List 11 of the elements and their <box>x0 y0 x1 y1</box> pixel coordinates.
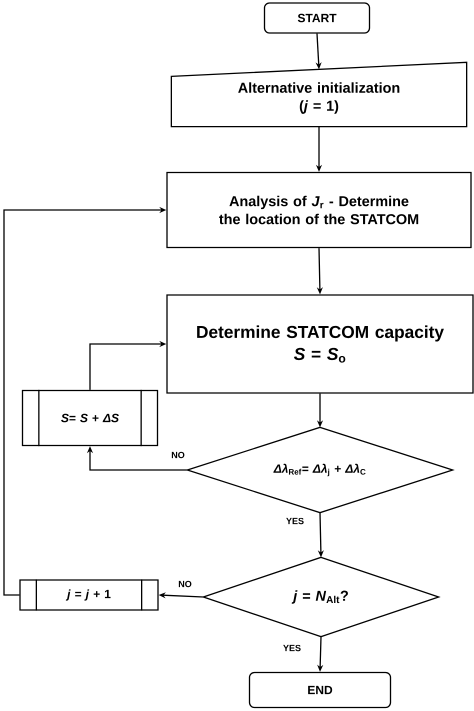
process-box: Analysis of J$_{r}$ - Determine the location of the STATCOM <box>166 172 472 248</box>
input-box: Alternative initialization (j = 1) <box>170 62 468 128</box>
edge-label: YES <box>285 516 305 526</box>
subprocess-box: j = j + 1 <box>19 579 159 611</box>
terminal-box: START <box>264 2 370 34</box>
edge-label: NO <box>177 580 193 588</box>
edge-label: YES <box>282 644 302 652</box>
edge-label: NO <box>170 450 186 460</box>
subprocess-box: S= S + ΔS <box>22 390 158 446</box>
terminal-box: END <box>248 672 392 708</box>
process-box: Determine STATCOM capacity S = S$_{o}$ <box>166 294 474 394</box>
